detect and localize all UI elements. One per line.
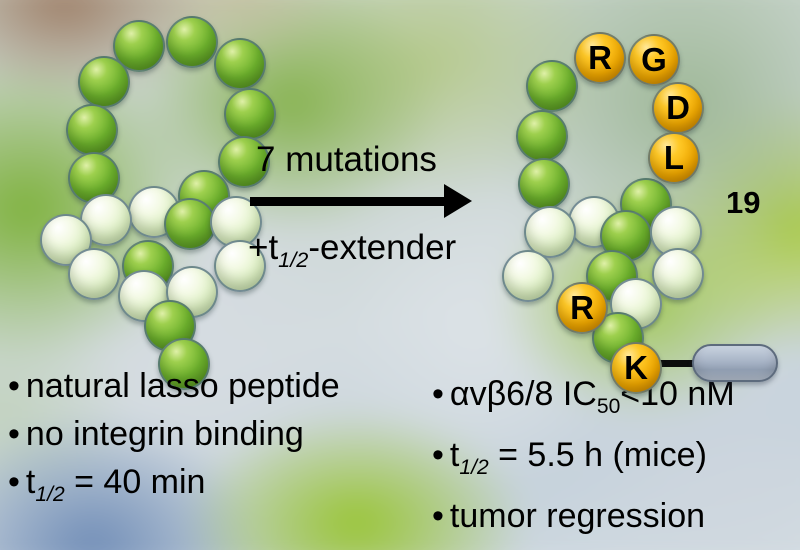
bullet-dot-icon: • [432, 435, 444, 474]
bullet-dot-icon: • [8, 463, 20, 501]
right-molecule-bead-14 [652, 248, 704, 300]
bullet-text: no integrin binding [25, 415, 304, 453]
bullet-subscript: 1/2 [35, 482, 65, 506]
bullet-text: t [25, 463, 36, 501]
right-molecule-bead-9 [524, 206, 576, 258]
right-bullet-item-0: •αvβ6/8 IC50<10 nM [432, 370, 735, 431]
arrow-bottom-label-subscript: 1/2 [278, 247, 309, 272]
right-bullet-item-1: •t1/2 = 5.5 h (mice) [432, 431, 735, 492]
transformation-arrow-group: 7 mutations +t1/2-extender [248, 140, 480, 285]
left-molecule-bead-20 [158, 338, 210, 390]
bullet-text: αvβ6/8 IC [449, 375, 597, 413]
right-molecule-residue-r-15: R [556, 282, 608, 334]
left-molecule-bead-5 [66, 104, 118, 156]
arrow-top-label: 7 mutations [256, 140, 437, 179]
left-molecule-bead-4 [224, 88, 276, 140]
bullet-text-suffix: = 5.5 h (mice) [488, 435, 707, 474]
right-molecule-bead-12 [502, 250, 554, 302]
residue-letter: R [588, 38, 612, 76]
residue-letter: L [663, 138, 685, 176]
left-molecule-bead-12 [164, 198, 216, 250]
left-molecule-bead-2 [214, 38, 266, 90]
left-molecule-bead-16 [214, 240, 266, 292]
half-life-extender-capsule [692, 344, 778, 382]
natural-lasso-peptide-structure [18, 8, 278, 408]
left-bullet-item-2: •t1/2 = 40 min [8, 458, 340, 519]
bullet-text: t [449, 435, 460, 474]
right-molecule-residue-g-1: G [628, 34, 680, 86]
left-bullet-item-0: •natural lasso peptide [8, 362, 340, 410]
extender-linker [658, 360, 696, 367]
right-molecule-residue-d-2: D [652, 82, 704, 134]
right-molecule-bead-6 [518, 158, 570, 210]
bullet-text-suffix: = 40 min [64, 463, 206, 501]
right-molecule-residue-l-3: L [648, 132, 700, 184]
arrow-bottom-label-prefix: +t [248, 228, 279, 267]
left-bullet-list: •natural lasso peptide•no integrin bindi… [8, 362, 340, 519]
left-molecule-bead-14 [68, 248, 120, 300]
residue-letter: K [624, 348, 648, 386]
left-molecule-bead-6 [218, 136, 270, 188]
right-bullet-list: •αvβ6/8 IC50<10 nM•t1/2 = 5.5 h (mice)•t… [432, 370, 735, 540]
arrow-shaft [250, 197, 446, 206]
left-molecule-bead-3 [78, 56, 130, 108]
bullet-dot-icon: • [8, 367, 20, 405]
bullet-subscript: 50 [596, 394, 621, 418]
bullet-text: natural lasso peptide [25, 367, 340, 405]
right-molecule-bead-5 [516, 110, 568, 162]
bullet-subscript: 1/2 [459, 455, 489, 479]
left-molecule-bead-1 [166, 16, 218, 68]
bullet-dot-icon: • [432, 496, 444, 535]
arrow-head-icon [444, 184, 472, 218]
residue-letter: D [666, 88, 690, 126]
left-bullet-item-1: •no integrin binding [8, 410, 340, 458]
residue-letter: G [641, 40, 667, 78]
right-molecule-residue-r-0: R [574, 32, 626, 84]
compound-number-label: 19 [726, 185, 761, 220]
right-molecule-residue-k-18: K [610, 342, 662, 394]
bullet-dot-icon: • [432, 375, 444, 413]
right-bullet-item-2: •tumor regression [432, 492, 735, 540]
left-molecule-bead-11 [40, 214, 92, 266]
residue-letter: R [570, 288, 594, 326]
bullet-dot-icon: • [8, 415, 20, 453]
bullet-text: tumor regression [449, 496, 706, 535]
arrow-bottom-label: +t1/2-extender [248, 228, 456, 273]
right-molecule-bead-4 [526, 60, 578, 112]
arrow-bottom-label-suffix: -extender [308, 228, 457, 267]
